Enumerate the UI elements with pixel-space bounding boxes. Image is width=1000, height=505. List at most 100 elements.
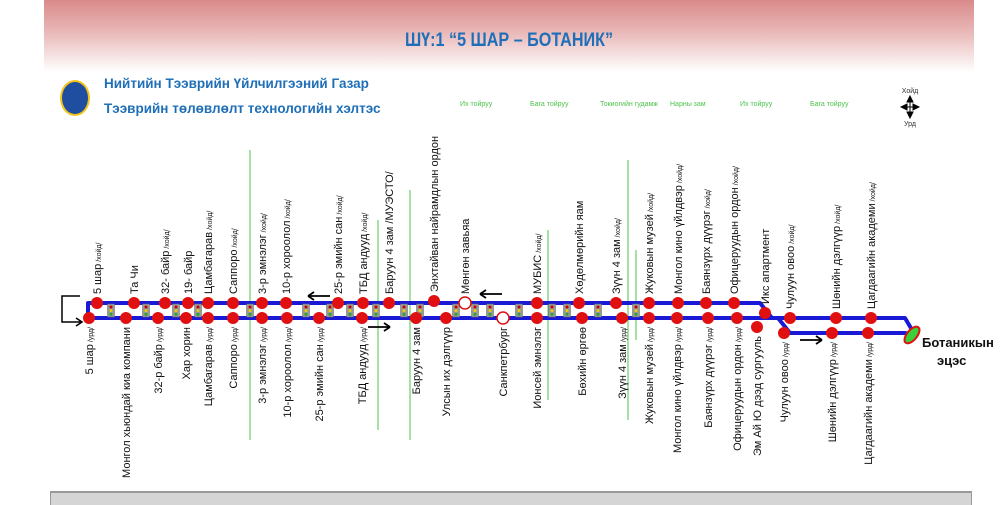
north-stop[interactable]: 25-р эмийн сан/хойд/	[332, 195, 345, 309]
north-stop[interactable]: МУБИС/хойд/	[531, 234, 544, 309]
south-stop[interactable]: Чулуун овоо/урд/	[778, 327, 791, 422]
stop-marker[interactable]	[383, 297, 395, 309]
stop-marker[interactable]	[182, 297, 194, 309]
south-stop[interactable]: Монгол кино үйлдвэр/урд/	[671, 312, 684, 453]
north-stop[interactable]: 32- байр/хойд/	[159, 229, 172, 309]
stop-marker[interactable]	[862, 327, 874, 339]
south-stop[interactable]: Саппоро/урд/	[227, 312, 240, 389]
south-stop[interactable]: Эм Ай Ю дээд сургууль	[751, 321, 764, 456]
stop-label: Шөнийн дэлгүүр/урд/	[827, 342, 839, 442]
south-stop[interactable]: 3-р эмнэлэг/урд/	[256, 312, 269, 404]
north-stop[interactable]: ТБД андууд/хойд/	[357, 213, 370, 309]
south-stop[interactable]: 5 шар/урд/	[83, 312, 96, 374]
stop-marker[interactable]	[227, 312, 239, 324]
stop-marker[interactable]	[152, 312, 164, 324]
south-stop[interactable]: 32-р байр/урд/	[152, 312, 165, 394]
stop-marker[interactable]	[702, 312, 714, 324]
stop-marker[interactable]	[256, 312, 268, 324]
stop-marker[interactable]	[643, 297, 655, 309]
north-stop[interactable]: Хөдөлмөрийн яам	[573, 201, 586, 309]
stop-marker[interactable]	[830, 312, 842, 324]
stop-marker[interactable]	[778, 327, 790, 339]
stop-marker[interactable]	[672, 297, 684, 309]
stop-marker[interactable]	[428, 295, 440, 307]
stop-marker[interactable]	[643, 312, 655, 324]
north-stop[interactable]: Офицеруудын ордон/хойд/	[728, 166, 741, 309]
stop-marker[interactable]	[227, 297, 239, 309]
stop-marker[interactable]	[671, 312, 683, 324]
stop-marker[interactable]	[731, 312, 743, 324]
stop-name: Эм Ай Ю дээд сургууль	[752, 336, 764, 456]
south-stop[interactable]: Монгол хьюндай киа компани	[120, 312, 133, 478]
stop-marker[interactable]	[256, 297, 268, 309]
north-stop[interactable]: 3-р эмнэлэг/хойд/	[256, 213, 269, 309]
south-stop[interactable]: Ионсей эмнэлэг	[531, 312, 544, 409]
stop-marker[interactable]	[531, 312, 543, 324]
south-stop[interactable]: Баруун 4 зам	[410, 312, 423, 394]
stop-marker[interactable]	[573, 297, 585, 309]
stop-marker[interactable]	[496, 311, 510, 325]
stop-marker[interactable]	[728, 297, 740, 309]
south-stop[interactable]: Санкпетрбург	[496, 311, 510, 397]
north-stop[interactable]: Икс апартмент	[759, 229, 772, 319]
stop-marker[interactable]	[576, 312, 588, 324]
stop-name: Шөнийн дэлгүүр	[831, 226, 843, 309]
stop-marker[interactable]	[357, 297, 369, 309]
stop-marker[interactable]	[83, 312, 95, 324]
stop-marker[interactable]	[610, 297, 622, 309]
south-stop[interactable]: Шөнийн дэлгүүр/урд/	[826, 327, 839, 442]
stop-marker[interactable]	[410, 312, 422, 324]
north-stop[interactable]: 10-р хороолол/хойд/	[280, 199, 293, 309]
north-stop[interactable]: Саппоро/хойд/	[227, 228, 240, 309]
stop-marker[interactable]	[865, 312, 877, 324]
stop-marker[interactable]	[458, 296, 472, 310]
north-stop[interactable]: Монгол кино үйлдвэр/хойд/	[672, 164, 685, 309]
south-stop[interactable]: Баянзүрх дүүрэг/урд/	[702, 312, 715, 428]
south-stop[interactable]: Офицеруудын ордон/урд/	[731, 312, 744, 451]
stop-marker[interactable]	[356, 312, 368, 324]
north-stop[interactable]: Чулуун овоо/хойд/	[784, 225, 797, 324]
north-stop[interactable]: Энхтайван найрамдлын ордон	[428, 136, 441, 307]
terminal-marker[interactable]	[902, 324, 923, 346]
north-stop[interactable]: Цагдаагийн академи/хойд/	[865, 182, 878, 324]
north-stop[interactable]: Зүүн 4 зам/хойд/	[610, 218, 623, 309]
south-stop[interactable]: 25-р эмийн сан/урд/	[313, 312, 326, 422]
stop-marker[interactable]	[313, 312, 325, 324]
south-stop[interactable]: 10-р хороолол/урд/	[281, 312, 294, 418]
north-stop[interactable]: Цамбагарав/хойд/	[202, 211, 215, 309]
north-stop[interactable]: 19- байр	[182, 251, 195, 309]
north-stop[interactable]: Мөнгөн завьяа	[458, 218, 472, 310]
stop-marker[interactable]	[281, 312, 293, 324]
stop-marker[interactable]	[202, 297, 214, 309]
stop-marker[interactable]	[332, 297, 344, 309]
north-stop[interactable]: Баянзүрх дүүрэг/хойд/	[700, 189, 713, 309]
stop-marker[interactable]	[280, 297, 292, 309]
stop-marker[interactable]	[826, 327, 838, 339]
stop-marker[interactable]	[759, 307, 771, 319]
south-stop[interactable]: Зүүн 4 зам/урд/	[616, 312, 629, 399]
stop-marker[interactable]	[751, 321, 763, 333]
south-stop[interactable]: Хар хорин	[180, 312, 193, 379]
north-stop[interactable]: 5 шар/хойд/	[91, 243, 104, 309]
stop-marker[interactable]	[180, 312, 192, 324]
stop-marker[interactable]	[202, 312, 214, 324]
north-stop[interactable]: Та Чи	[128, 265, 141, 309]
stop-marker[interactable]	[616, 312, 628, 324]
stop-marker[interactable]	[159, 297, 171, 309]
stop-marker[interactable]	[440, 312, 452, 324]
stop-marker[interactable]	[700, 297, 712, 309]
south-stop[interactable]: ТБД андууд/урд/	[356, 312, 369, 404]
stop-marker[interactable]	[128, 297, 140, 309]
north-stop[interactable]: Баруун 4 зам /МУЭСТО/	[383, 170, 396, 309]
south-stop[interactable]: Цагдаагийн академи/урд/	[862, 327, 875, 465]
stop-marker[interactable]	[531, 297, 543, 309]
south-stop[interactable]: Цамбагарав/урд/	[202, 312, 215, 406]
south-stop[interactable]: Бөхийн өргөө	[576, 312, 589, 396]
north-stop[interactable]: Жуковын музей/хойд/	[643, 193, 656, 309]
stop-marker[interactable]	[784, 312, 796, 324]
stop-marker[interactable]	[120, 312, 132, 324]
stop-marker[interactable]	[91, 297, 103, 309]
south-stop[interactable]: Жуковын музей/урд/	[643, 312, 656, 424]
south-stop[interactable]: Улсын их дэлгүүр	[440, 312, 453, 416]
north-stop[interactable]: Шөнийн дэлгүүр/хойд/	[830, 205, 843, 324]
